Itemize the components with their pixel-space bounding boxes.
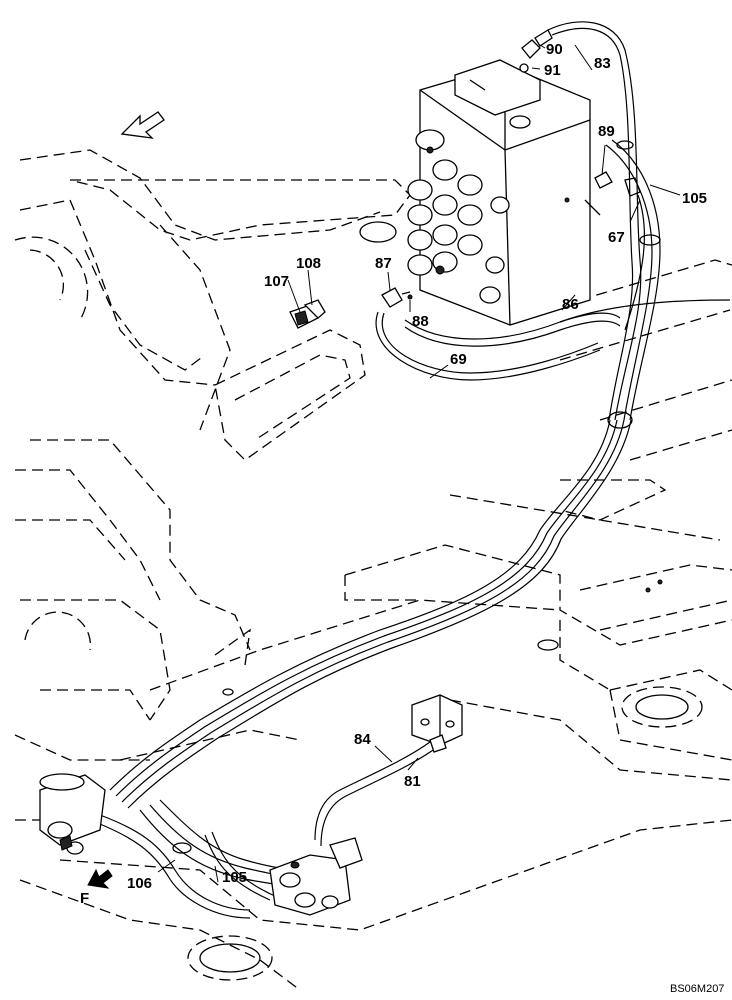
hose-86	[404, 299, 731, 347]
label-part-81: 81	[404, 773, 421, 790]
label-part-89: 89	[598, 123, 615, 140]
label-part-84: 84	[354, 731, 371, 748]
control-valve	[407, 59, 601, 326]
pilot-valve-left	[39, 773, 106, 855]
fitting-87	[381, 287, 411, 308]
o-ring-91	[519, 63, 529, 73]
hose-84	[314, 741, 437, 847]
pilot-hose-bundle	[94, 411, 633, 919]
solid-arrow-icon	[87, 868, 113, 889]
label-part-88: 88	[412, 313, 429, 330]
label-part-67: 67	[608, 229, 625, 246]
o-ring-88	[407, 294, 413, 300]
label-part-83: 83	[594, 55, 611, 72]
machine-frame-outline	[14, 149, 732, 991]
hollow-arrow-icon	[120, 111, 165, 139]
label-part-106: 106	[127, 875, 152, 892]
solenoid-valve-bottom	[269, 837, 363, 916]
solenoid-valve	[289, 299, 326, 329]
leader-lines	[157, 44, 681, 883]
hose-69	[375, 311, 601, 381]
label-part-105-top: 105	[682, 190, 707, 207]
label-part-90: 90	[546, 41, 563, 58]
hose-105-top	[605, 139, 661, 421]
drawing-code: BS06M207	[670, 983, 724, 995]
label-view-f: F	[80, 890, 89, 907]
valve-spools	[407, 129, 510, 304]
label-part-91: 91	[544, 62, 561, 79]
fitting-90	[521, 29, 553, 59]
manifold-block-81	[411, 694, 463, 753]
label-part-107: 107	[264, 273, 289, 290]
hose-67	[624, 194, 646, 331]
hose-83	[547, 21, 642, 421]
label-part-108: 108	[296, 255, 321, 272]
label-part-86: 86	[562, 296, 579, 313]
label-part-69: 69	[450, 351, 467, 368]
label-part-87: 87	[375, 255, 392, 272]
label-part-105-bottom: 105	[222, 869, 247, 886]
fitting-89	[594, 171, 613, 189]
callout-labels: 90 91 83 89 105 67 87 88 86 107 108 69 8…	[80, 41, 707, 907]
